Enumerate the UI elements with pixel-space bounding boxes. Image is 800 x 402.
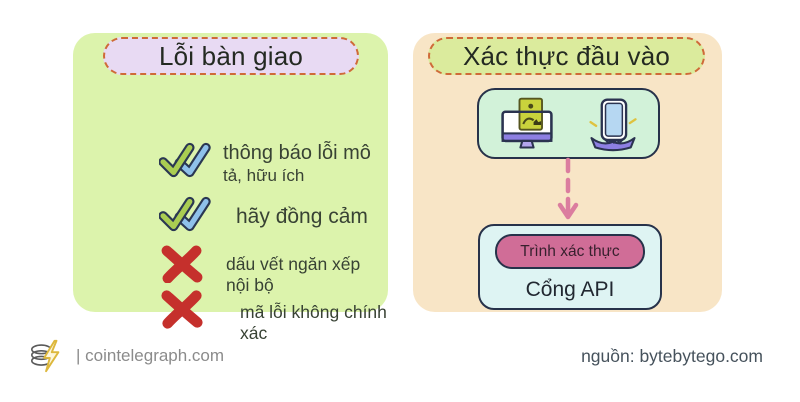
footer-brand: | cointelegraph.com: [28, 337, 224, 375]
handoff-errors-title-text: Lỗi bàn giao: [158, 40, 304, 71]
desktop-monitor-icon: [500, 97, 553, 149]
list-item: hãy đồng cảm: [159, 194, 368, 234]
client-devices-box: [477, 88, 660, 159]
api-gateway-box: Trình xác thực Cổng API: [478, 224, 662, 310]
input-validation-title-text: Xác thực đầu vào: [462, 40, 671, 71]
cointelegraph-logo-icon: [30, 339, 60, 373]
cross-icon: [161, 245, 203, 283]
validator-label: Trình xác thực: [520, 242, 620, 260]
double-check-icon: [159, 142, 211, 178]
list-item-text: dấu vết ngăn xếp nội bộ: [226, 254, 361, 295]
cross-icon: [161, 290, 203, 329]
list-item-text: hãy đồng cảm: [236, 205, 368, 228]
gateway-label: Cổng API: [525, 278, 615, 301]
down-arrow: [557, 157, 579, 220]
source-text: nguồn: bytebytego.com: [581, 346, 763, 366]
list-item-line: thông báo lỗi mô: [223, 142, 371, 164]
input-validation-panel: Xác thực đầu vào: [413, 33, 722, 312]
handoff-errors-title: Lỗi bàn giao: [103, 37, 359, 75]
handoff-errors-panel: Lỗi bàn giao thông báo lỗi mô tả, hữu íc…: [73, 33, 388, 343]
list-item: thông báo lỗi mô tả, hữu ích: [159, 140, 371, 186]
input-validation-title: Xác thực đầu vào: [428, 37, 705, 75]
list-item: dấu vết ngăn xếp nội bộ: [160, 245, 388, 296]
brand-text: | cointelegraph.com: [76, 346, 225, 365]
list-item: mã lỗi không chính xác: [160, 289, 388, 344]
double-check-icon: [159, 196, 211, 232]
list-item-text: thông báo lỗi mô tả, hữu ích: [223, 141, 371, 186]
list-item-text: mã lỗi không chính xác: [240, 302, 387, 343]
list-item-line: tả, hữu ích: [223, 166, 305, 185]
smartphone-icon: [588, 98, 637, 151]
validator-box: Trình xác thực: [495, 234, 645, 269]
